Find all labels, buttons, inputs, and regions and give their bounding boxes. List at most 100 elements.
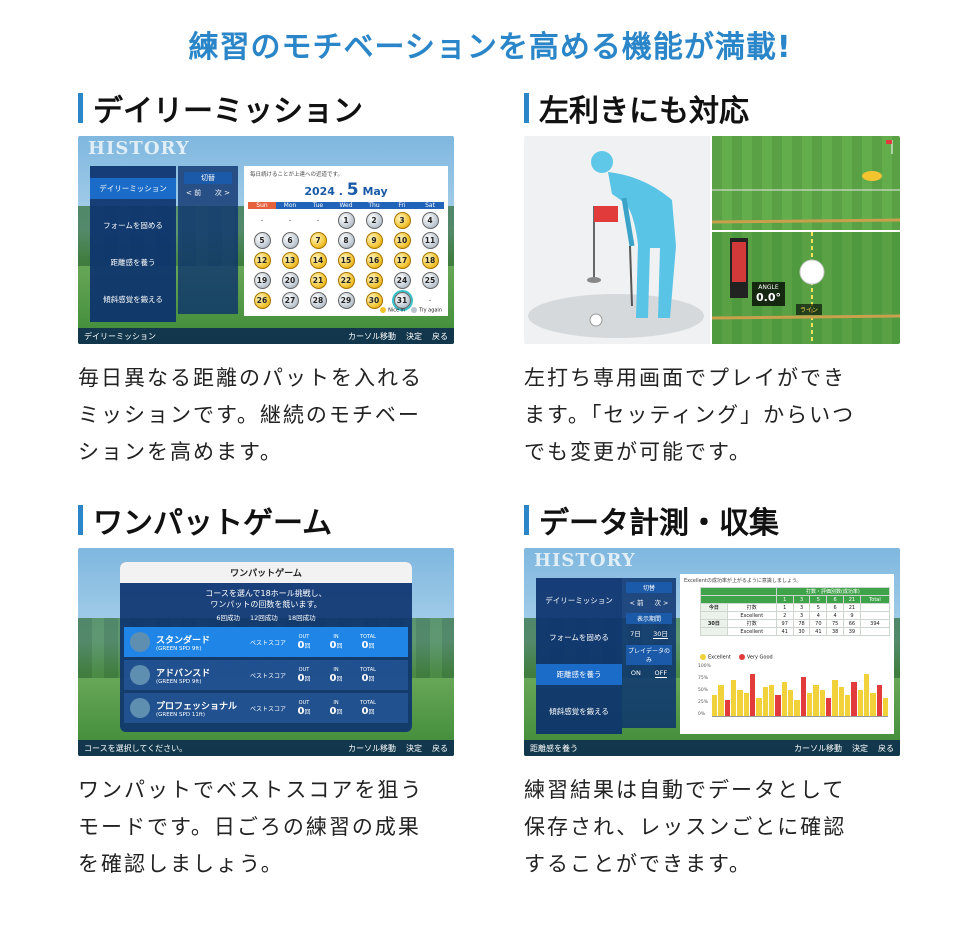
- chart-bar: [724, 700, 730, 716]
- footer-bar: 距離感を養う カーソル移動 決定 戻る: [524, 740, 900, 756]
- calendar-day-ball[interactable]: 26: [253, 292, 271, 309]
- lefty-golfer-illustration: [524, 136, 710, 344]
- weekday-label: Sat: [425, 202, 435, 209]
- calendar-day-ball[interactable]: 18: [421, 252, 439, 269]
- calendar-day-ball[interactable]: 12: [253, 252, 271, 269]
- heading-accent-bar: [78, 93, 83, 123]
- panel-title: ワンパットゲーム: [120, 562, 412, 583]
- chart-bar: [851, 682, 857, 716]
- weekday-label: Wed: [339, 202, 353, 209]
- menu-item-distance[interactable]: 距離感を養う: [110, 258, 156, 267]
- next-button[interactable]: 次 >: [654, 599, 669, 607]
- daily-mission-screenshot: HISTORY デイリーミッション フォームを固める 距離感を養う 傾斜感覚を鍛…: [78, 136, 454, 344]
- calendar-day-ball[interactable]: 6: [281, 232, 299, 249]
- calendar-day-ball[interactable]: 3: [393, 212, 411, 229]
- calendar-day-ball[interactable]: 28: [309, 292, 327, 309]
- calendar-day-ball[interactable]: 22: [337, 272, 355, 289]
- menu-item-form[interactable]: フォームを固める: [103, 221, 163, 230]
- calendar-day-ball[interactable]: 17: [393, 252, 411, 269]
- axis-tick-label: 50%: [698, 688, 709, 693]
- calendar-day-ball[interactable]: 19: [253, 272, 271, 289]
- calendar-day-ball[interactable]: 27: [281, 292, 299, 309]
- chart-bar: [876, 684, 882, 716]
- axis-tick-label: 25%: [698, 700, 709, 705]
- prev-button[interactable]: < 前: [186, 189, 202, 197]
- calendar-day-ball[interactable]: 9: [365, 232, 383, 249]
- chart-bar: [794, 700, 800, 716]
- chart-bar: [813, 684, 819, 716]
- menu-item-form[interactable]: フォームを固める: [549, 633, 609, 642]
- calendar-day-ball[interactable]: 21: [309, 272, 327, 289]
- panel-intro: コースを選んで18ホール挑戦し、ワンパットの回数を競います。: [205, 589, 327, 609]
- calendar-day-ball[interactable]: 11: [421, 232, 439, 249]
- calendar-day-ball[interactable]: 13: [281, 252, 299, 269]
- switch-label: 切替: [184, 172, 232, 184]
- calendar-day-ball[interactable]: 23: [365, 272, 383, 289]
- calendar-day-ball[interactable]: 4: [421, 212, 439, 229]
- axis-tick-label: 0%: [698, 712, 706, 717]
- lefty-green-view: [711, 136, 900, 230]
- hint-confirm: 決定: [406, 743, 422, 753]
- chart-bar: [800, 677, 806, 716]
- best-score-label: ベストスコア: [249, 672, 287, 680]
- calendar-day-ball[interactable]: 5: [253, 232, 271, 249]
- period-30-days[interactable]: 30日: [653, 630, 668, 639]
- calendar-day-ball[interactable]: 8: [337, 232, 355, 249]
- footer-label: 距離感を養う: [530, 743, 578, 753]
- menu-item-daily[interactable]: デイリーミッション: [90, 178, 176, 199]
- menu-item-daily[interactable]: デイリーミッション: [545, 596, 613, 605]
- toggle-off[interactable]: OFF: [654, 669, 668, 678]
- chart-bar: [775, 695, 781, 716]
- menu-item-slope[interactable]: 傾斜感覚を鍛える: [549, 707, 609, 716]
- period-7-days[interactable]: 7日: [630, 630, 641, 638]
- calendar-day-ball[interactable]: 31: [393, 292, 411, 309]
- chart-bar: [737, 690, 743, 716]
- calendar-day-ball[interactable]: 30: [365, 292, 383, 309]
- chart-bar: [838, 687, 844, 716]
- heading-accent-bar: [524, 505, 529, 535]
- calendar-day-ball[interactable]: 2: [365, 212, 383, 229]
- history-title: HISTORY: [88, 138, 190, 159]
- table-col-header: 6: [826, 595, 845, 604]
- next-button[interactable]: 次 >: [214, 189, 230, 197]
- chart-bar: [730, 679, 737, 716]
- menu-item-slope[interactable]: 傾斜感覚を鍛える: [103, 295, 163, 304]
- calendar-day-ball[interactable]: 16: [365, 252, 383, 269]
- prev-button[interactable]: < 前: [629, 599, 644, 607]
- history-title: HISTORY: [534, 550, 636, 571]
- table-col-header: Total: [859, 595, 891, 604]
- weekday-label: Fri: [398, 202, 406, 209]
- card-description: 毎日異なる距離のパットを入れるミッションです。継続のモチベーションを高めます。: [78, 366, 423, 464]
- hint-cursor: カーソル移動: [348, 743, 396, 753]
- one-putt-panel: ワンパットゲーム コースを選んで18ホール挑戦し、ワンパットの回数を競います。 …: [120, 562, 412, 732]
- calendar-day-ball[interactable]: 20: [281, 272, 299, 289]
- calendar-day-ball[interactable]: 24: [393, 272, 411, 289]
- course-speed: (GREEN SPD 9ft): [156, 645, 202, 652]
- calendar-day-ball[interactable]: 7: [309, 232, 327, 249]
- line-label: ライン: [796, 304, 823, 315]
- chart-bar: [882, 697, 889, 716]
- weekday-label: Thu: [368, 202, 380, 209]
- feature-card-daily-mission: デイリーミッション HISTORY デイリーミッション フォームを固める 距離感…: [78, 88, 478, 471]
- calendar-day-ball[interactable]: 25: [421, 272, 439, 289]
- calendar-day-ball[interactable]: 10: [393, 232, 411, 249]
- calendar-day-ball[interactable]: 29: [337, 292, 355, 309]
- calendar-day-ball[interactable]: 15: [337, 252, 355, 269]
- lefty-screenshot: ANGLE 0.0° ライン: [524, 136, 900, 344]
- menu-item-distance[interactable]: 距離感を養う: [536, 664, 622, 685]
- calendar-day-ball[interactable]: 1: [337, 212, 355, 229]
- calendar-day-ball[interactable]: 14: [309, 252, 327, 269]
- chart-bar: [762, 687, 768, 716]
- card-title: データ計測・収集: [539, 506, 779, 541]
- hint-back: 戻る: [432, 743, 448, 753]
- toggle-on[interactable]: ON: [630, 669, 641, 677]
- best-score-label: ベストスコア: [249, 639, 287, 647]
